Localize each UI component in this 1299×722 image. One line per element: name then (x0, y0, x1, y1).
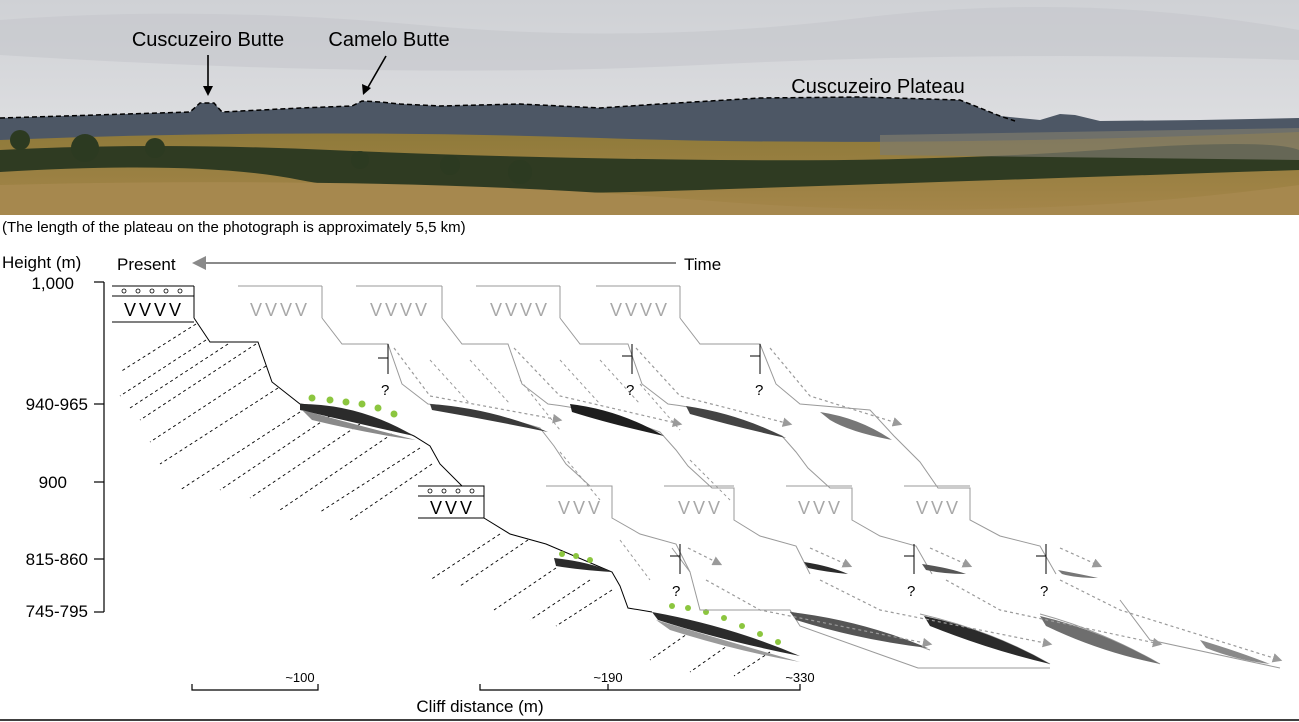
photo-town (880, 128, 1299, 160)
upper-caprock: VVVV (112, 285, 195, 323)
height-tick-1000: 1,000 (31, 274, 74, 293)
distance-tick-190: ~190 (593, 670, 622, 685)
present-profile: VVVV VVV (112, 285, 800, 677)
lower-caprock: VVV (418, 485, 484, 519)
deposit-upper-present (300, 404, 414, 436)
photo-trees (10, 130, 532, 184)
distance-scale (191, 684, 801, 691)
upper-basalt-symbol: VVVV (124, 300, 184, 320)
deposit-lower-present (652, 612, 800, 656)
fault-marks (378, 344, 1047, 574)
past-lower-basalt-4: VVV (916, 498, 961, 518)
past-lower-basalt-2: VVV (678, 498, 723, 518)
time-label: Time (684, 255, 721, 274)
past-profile-1: VVVV (238, 285, 691, 581)
past-lower-slopes (671, 547, 1281, 669)
question-mark-1: ? (381, 382, 389, 399)
past-2-deposit (570, 404, 664, 436)
photo-caption: (The length of the plateau on the photog… (2, 219, 466, 236)
past-1-basalt-symbol: VVVV (250, 300, 310, 320)
photo-cloud-band (0, 6, 1299, 71)
past-lower-basalt-1: VVV (558, 498, 603, 518)
height-tick-900: 900 (39, 473, 67, 492)
height-tick-940-965: 940-965 (26, 395, 88, 414)
height-tick-745-795: 745-795 (26, 602, 88, 621)
past-4-basalt-symbol: VVVV (610, 300, 670, 320)
present-label: Present (117, 255, 176, 274)
deposit-mid-present (554, 558, 612, 572)
arrow-camelo-butte (366, 55, 387, 90)
plateau-outline (0, 96, 1016, 122)
label-cuscuzeiro-butte: Cuscuzeiro Butte (132, 29, 284, 51)
distance-tick-100: ~100 (285, 670, 314, 685)
arrowhead-cuscuzeiro-butte (203, 86, 213, 96)
label-cuscuzeiro-plateau: Cuscuzeiro Plateau (791, 76, 964, 98)
height-axis-label: Height (m) (2, 253, 81, 272)
past-3-deposit (686, 406, 786, 438)
time-arrow-head (192, 256, 206, 270)
question-mark-3: ? (755, 382, 763, 399)
past-lower-deposits (790, 562, 1270, 664)
past-1-deposit (430, 404, 548, 432)
height-ticks (94, 281, 104, 613)
height-tick-815-860: 815-860 (26, 550, 88, 569)
past-profile-2: VVVV (356, 285, 811, 575)
retreat-arrows (393, 347, 1283, 663)
arrowhead-camelo-butte (362, 84, 371, 95)
cliff-diagram: Height (m) 1,000 940-965 900 815-860 745… (0, 253, 1299, 721)
photo-foreground (0, 182, 1299, 215)
label-camelo-butte: Camelo Butte (328, 29, 449, 51)
landscape-photo: Cuscuzeiro Butte Camelo Butte Cuscuzeiro… (0, 0, 1299, 215)
photo-forest-strip (0, 144, 1299, 194)
distance-tick-330: ~330 (785, 670, 814, 685)
question-mark-5: ? (907, 583, 915, 600)
question-mark-4: ? (672, 583, 680, 600)
bedding-lines (119, 323, 771, 677)
lower-basalt-symbol: VVV (430, 498, 475, 518)
past-3-basalt-symbol: VVVV (490, 300, 550, 320)
past-lower-basalt-3: VVV (798, 498, 843, 518)
question-mark-2: ? (626, 382, 634, 399)
past-profile-3: VVVV (476, 285, 933, 575)
distance-axis-label: Cliff distance (m) (416, 697, 543, 716)
past-4-deposit (820, 412, 892, 440)
question-mark-6: ? (1040, 583, 1048, 600)
past-profile-4: VVVV (596, 285, 1057, 575)
past-2-basalt-symbol: VVVV (370, 300, 430, 320)
